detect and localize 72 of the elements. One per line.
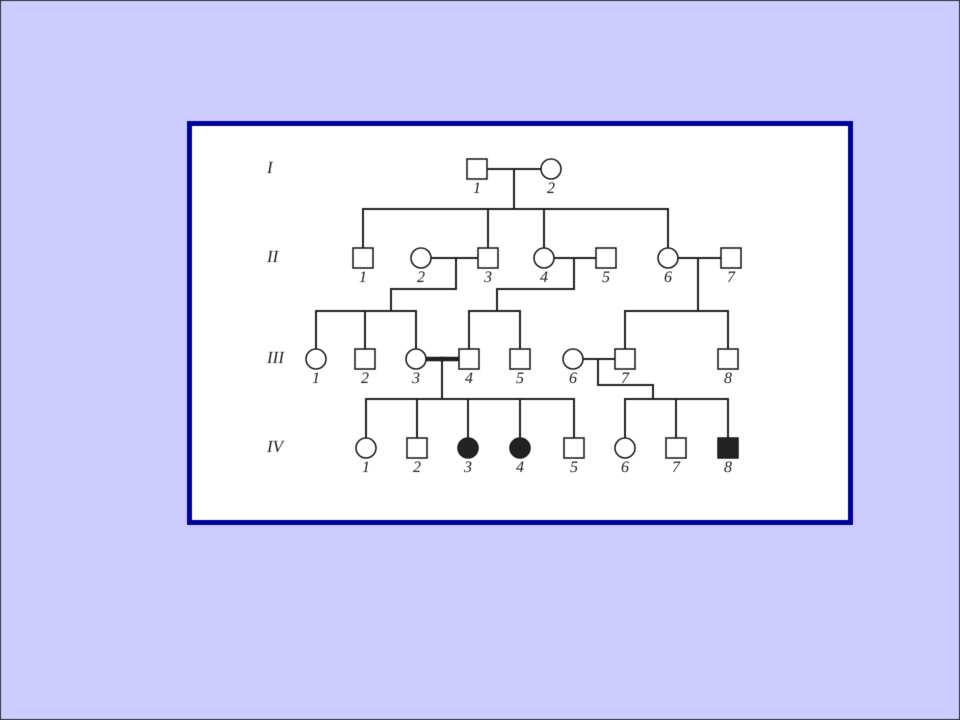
pedigree-line [315,310,366,349]
individual-number: 2 [546,180,556,198]
pedigree-line [487,208,489,248]
pedigree-line [362,208,489,248]
individual-number: 4 [539,269,549,287]
pedigree-line [496,310,521,349]
pedigree-line [467,398,469,438]
pedigree-line [624,310,699,349]
generation-label: II [267,247,278,267]
individual-number: 4 [515,459,525,477]
pedigree-line [390,257,457,312]
pedigree-line [455,257,478,259]
pedigree-line [675,398,677,438]
individual-number: 8 [723,459,733,477]
generation-label: IV [267,437,284,457]
individual-number: 2 [412,459,422,477]
pedigree-line [697,310,729,349]
generation-label: III [267,348,284,368]
individual-number: 7 [726,269,736,287]
pedigree-line [543,208,545,248]
pedigree-line [441,358,443,400]
pedigree-line [487,168,515,170]
pedigree-line [583,358,599,360]
pedigree-line [597,358,654,400]
individual-number: 2 [416,269,426,287]
individual-number: 6 [663,269,673,287]
individual-number: 1 [358,269,368,287]
pedigree-line [554,257,575,259]
pedigree-line [365,398,418,438]
individual-number: 7 [620,370,630,388]
individual-number: 1 [311,370,321,388]
individual-number: 1 [472,180,482,198]
individual-number: 3 [463,459,473,477]
pedigree-line [441,398,469,400]
pedigree-line [364,310,366,349]
pedigree-line [364,310,392,312]
pedigree-line [543,208,669,248]
pedigree-line [440,356,460,362]
pedigree-line [573,257,596,259]
pedigree-line [468,310,498,349]
individual-number: 8 [723,370,733,388]
pedigree-line [496,257,575,312]
pedigree-line [416,398,418,438]
pedigree-line [624,398,654,438]
pedigree-line [513,168,541,170]
individual-number: 5 [515,370,525,388]
pedigree-line [416,398,443,400]
individual-number: 7 [671,459,682,477]
pedigree-line [487,208,515,210]
pedigree-line [513,208,545,210]
pedigree-line [390,310,417,349]
pedigree-line [652,398,677,400]
individual-number: 3 [411,370,421,388]
individual-number: 5 [569,459,579,477]
individual-number: 6 [568,370,578,388]
pedigree-line [519,398,521,438]
pedigree-line [697,257,699,312]
pedigree-line [597,358,615,360]
pedigree-line [678,257,699,259]
individual-number: 3 [483,269,493,287]
individual-number: 2 [360,370,370,388]
generation-label: I [267,158,273,178]
pedigree-line [697,257,721,259]
pedigree-line [519,398,575,438]
individual-number: 5 [601,269,611,287]
pedigree-line [675,398,729,438]
pedigree-line [431,257,457,259]
pedigree-line [467,398,521,400]
individual-number: 4 [464,370,474,388]
pedigree-line [513,168,515,210]
individual-number: 6 [620,459,630,477]
individual-number: 1 [361,459,371,477]
